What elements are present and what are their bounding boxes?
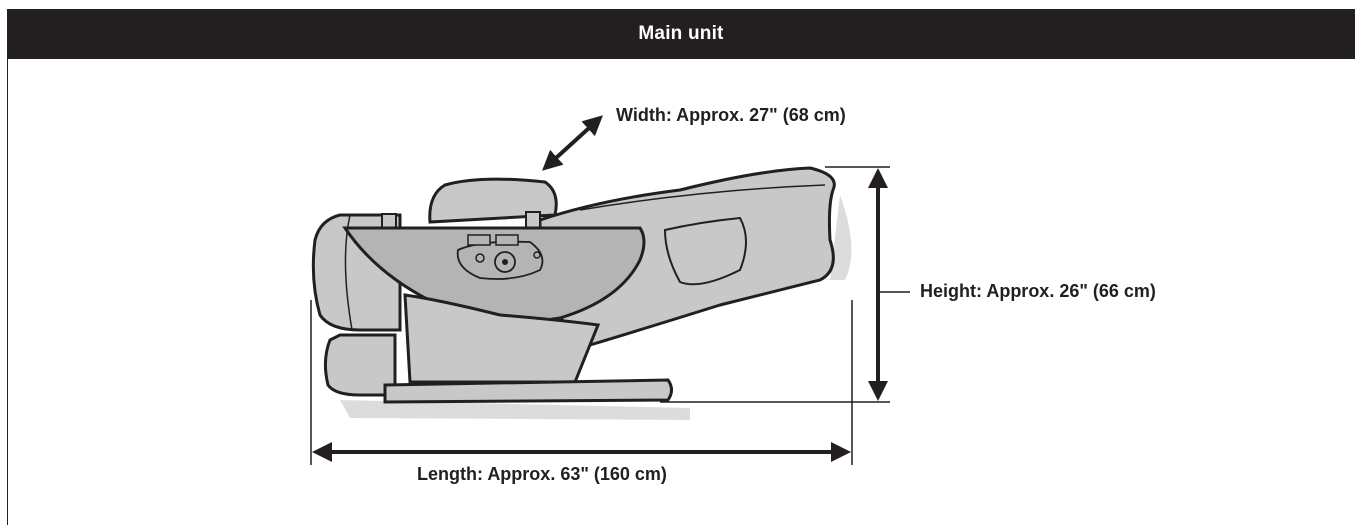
chair-backrest-seam [579,184,826,211]
chair-pocket [663,216,747,286]
control-button [475,253,485,263]
width-label: Width: Approx. 27" (68 cm) [616,105,846,125]
chair-footrest-seam [344,214,353,331]
chair-base-plate [383,378,673,404]
control-slot-2 [495,234,519,246]
frame-left-border [7,59,8,525]
control-slot-1 [467,234,491,246]
header-title: Main unit [638,23,724,44]
chair-footrest-lower [323,333,397,397]
chair-shadow-back [830,195,852,280]
width-arrow [542,115,603,171]
chair-headrest [428,177,558,224]
control-indicator [533,251,541,259]
chair-pedestal [403,293,601,384]
length-label: Length: Approx. 63" (160 cm) [417,464,667,484]
height-label: Height: Approx. 26" (66 cm) [920,281,1156,301]
control-dial-center [502,259,508,265]
chair-headrest-tab-right [525,211,541,229]
chair-shadow [340,400,690,420]
header-bar: Main unit [7,9,1355,59]
